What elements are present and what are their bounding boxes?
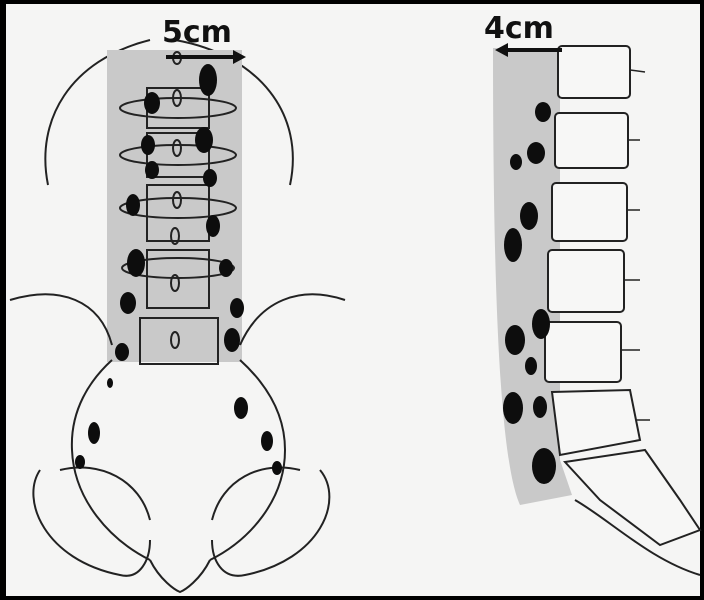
lymph-node (532, 448, 556, 484)
lymph-node (230, 298, 244, 318)
lateral-width-label: 4cm (484, 11, 554, 46)
lymph-node (532, 309, 550, 339)
lymph-node (145, 161, 159, 179)
lymph-node (503, 392, 523, 424)
lymph-node (525, 357, 537, 375)
lymph-node (505, 325, 525, 355)
lymph-node (206, 215, 220, 237)
lymph-node (533, 396, 547, 418)
lymph-node (272, 461, 282, 475)
lymph-node (75, 455, 85, 469)
lymph-node (120, 292, 136, 314)
lymph-node (141, 135, 155, 155)
lymph-node (127, 249, 145, 277)
lymph-node (504, 228, 522, 262)
lymph-node (520, 202, 538, 230)
lymph-node (261, 431, 273, 451)
lymph-node (88, 422, 100, 444)
lymph-node (535, 102, 551, 122)
lymph-node (115, 343, 129, 361)
lymph-node (107, 378, 113, 388)
lymph-node (195, 127, 213, 153)
lymph-node (224, 328, 240, 352)
lymph-node (203, 169, 217, 187)
lymph-node (527, 142, 545, 164)
lymph-node (234, 397, 248, 419)
lymph-node (219, 259, 233, 277)
frontal-width-label: 5cm (162, 15, 232, 50)
lymph-node (199, 64, 217, 96)
lymph-node (126, 194, 140, 216)
lymph-node (144, 92, 160, 114)
lymph-node (510, 154, 522, 170)
